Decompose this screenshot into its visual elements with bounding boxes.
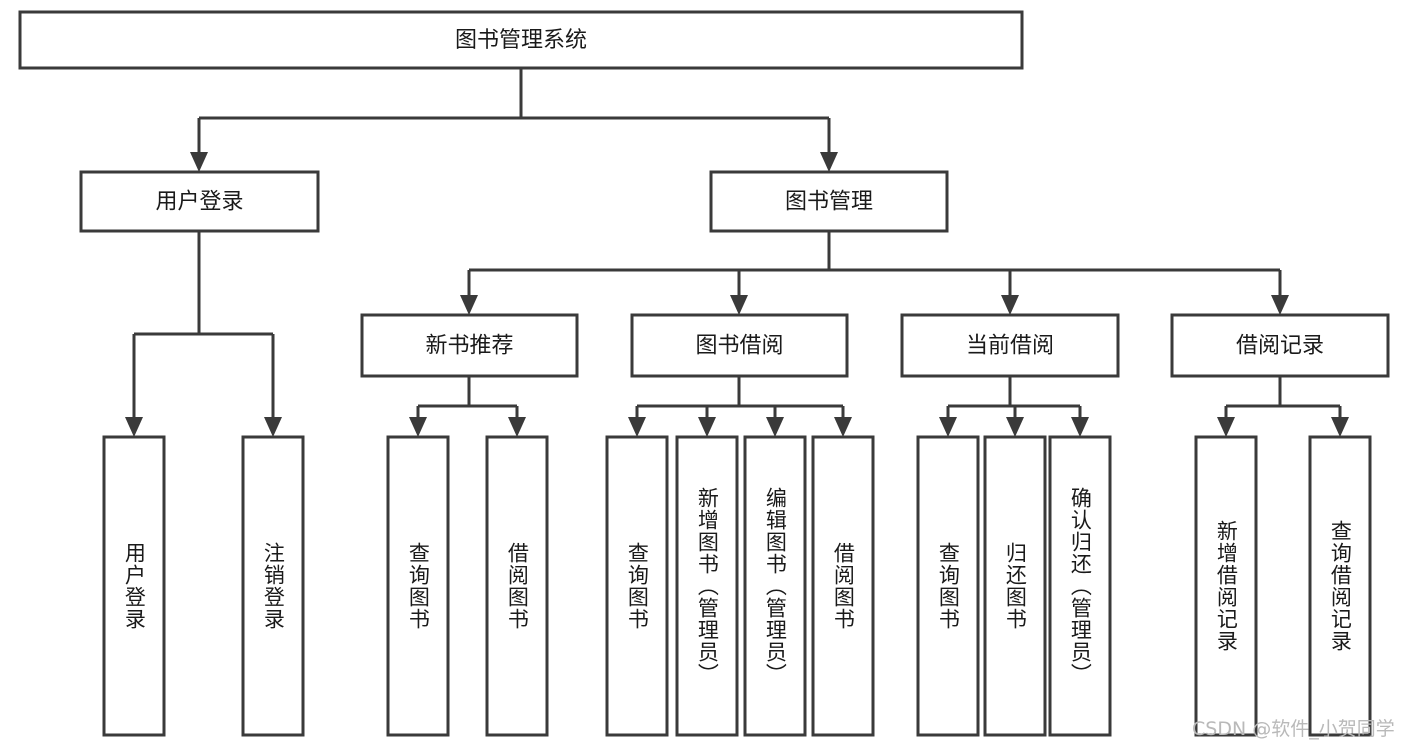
connector-arrow-icon: [628, 417, 646, 437]
connector-arrow-icon: [1006, 417, 1024, 437]
node-box-layer: [18, 10, 1390, 737]
connector-arrow-icon: [730, 295, 748, 315]
leaf-node-leaf-query-book-current[interactable]: [916, 435, 980, 737]
leaf-node-leaf-borrow-book[interactable]: [811, 435, 875, 737]
leaf-node-leaf-edit-book-admin[interactable]: [743, 435, 807, 737]
connector-arrow-icon: [1001, 295, 1019, 315]
csdn-watermark: CSDN @软件_小贺同学: [1192, 718, 1395, 740]
connector-arrow-icon: [460, 295, 478, 315]
leaf-node-leaf-query-book-borrow[interactable]: [605, 435, 669, 737]
level2-node-new-book-recommend[interactable]: [360, 313, 579, 378]
level2-node-label-current-borrow: 当前借阅: [966, 334, 1054, 359]
leaf-node-leaf-user-login[interactable]: [102, 435, 166, 737]
leaf-node-leaf-query-borrow-record[interactable]: [1308, 435, 1372, 737]
connector-arrow-icon: [125, 417, 143, 437]
root-node-label-root: 图书管理系统: [455, 28, 587, 53]
level2-node-label-borrow-record: 借阅记录: [1236, 334, 1324, 359]
connector-arrow-icon: [766, 417, 784, 437]
connector-arrow-icon: [1071, 417, 1089, 437]
connector-arrow-icon: [264, 417, 282, 437]
connector-arrow-icon: [1331, 417, 1349, 437]
level1-node-user-login[interactable]: [79, 170, 320, 233]
leaf-node-leaf-add-book-admin[interactable]: [675, 435, 739, 737]
level2-node-current-borrow[interactable]: [900, 313, 1120, 378]
root-node-root[interactable]: [18, 10, 1024, 70]
level2-node-label-new-book-recommend: 新书推荐: [425, 334, 513, 359]
connector-arrow-icon: [1217, 417, 1235, 437]
connector-arrow-icon: [190, 152, 208, 172]
connector-layer: [125, 68, 1349, 437]
level1-node-label-book-management: 图书管理: [785, 190, 873, 215]
connector-arrow-icon: [820, 152, 838, 172]
leaf-node-leaf-borrow-book-recommend[interactable]: [485, 435, 549, 737]
level2-node-borrow-record[interactable]: [1170, 313, 1390, 378]
leaf-node-leaf-confirm-return-admin[interactable]: [1048, 435, 1112, 737]
connector-arrow-icon: [698, 417, 716, 437]
level2-node-label-book-borrow: 图书借阅: [695, 334, 783, 359]
connector-arrow-icon: [409, 417, 427, 437]
level1-node-label-user-login: 用户登录: [155, 190, 243, 215]
leaf-node-leaf-return-book[interactable]: [983, 435, 1047, 737]
connector-arrow-icon: [834, 417, 852, 437]
level2-node-book-borrow[interactable]: [630, 313, 849, 378]
leaf-node-leaf-logout[interactable]: [241, 435, 305, 737]
leaf-node-leaf-add-borrow-record[interactable]: [1194, 435, 1258, 737]
connector-arrow-icon: [508, 417, 526, 437]
level1-node-book-management[interactable]: [709, 170, 949, 233]
connector-arrow-icon: [939, 417, 957, 437]
leaf-node-leaf-query-book-recommend[interactable]: [386, 435, 450, 737]
connector-arrow-icon: [1271, 295, 1289, 315]
